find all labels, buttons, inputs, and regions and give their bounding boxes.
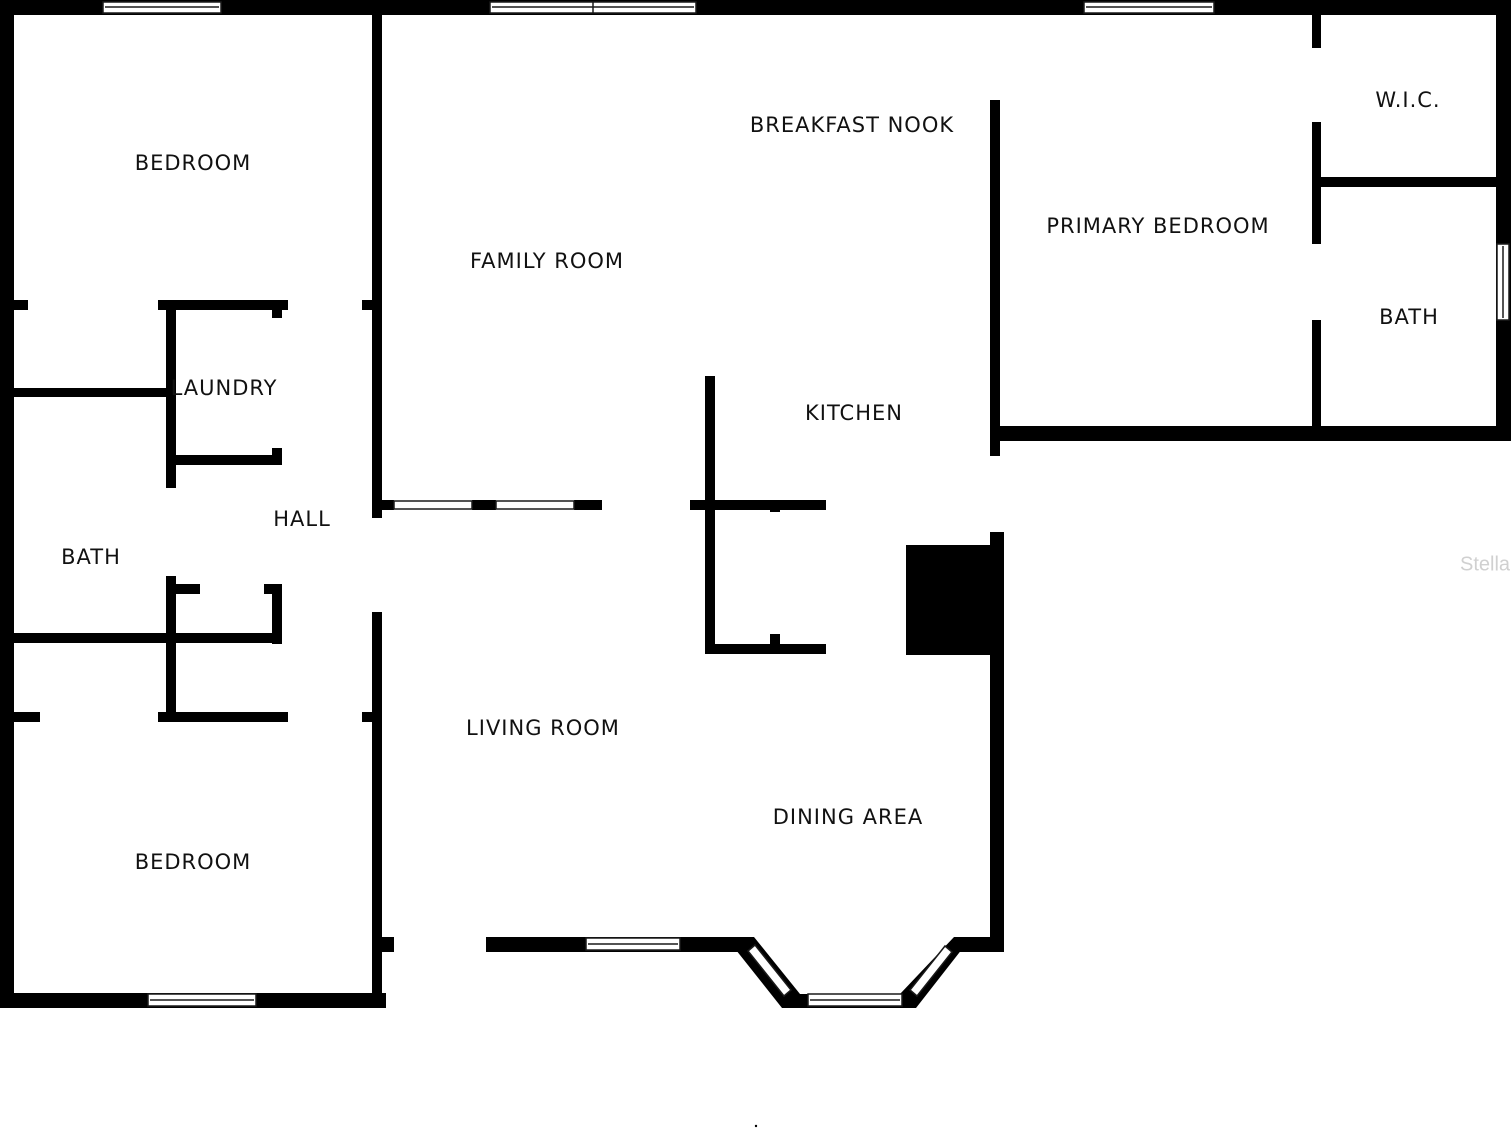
dot-mark [754, 1124, 758, 1128]
room-label-wic: W.I.C. [1375, 88, 1440, 112]
room-label-living-room: LIVING ROOM [466, 716, 620, 740]
room-labels: BEDROOM FAMILY ROOM BREAKFAST NOOK PRIMA… [61, 88, 1440, 874]
room-label-hall: HALL [273, 507, 331, 531]
watermark: Stellar [1460, 553, 1511, 575]
room-label-bath-hall: BATH [61, 545, 121, 569]
room-label-breakfast-nook: BREAKFAST NOOK [750, 113, 955, 137]
room-label-kitchen: KITCHEN [805, 401, 903, 425]
room-label-bedroom-bottom: BEDROOM [135, 850, 252, 874]
room-label-dining-area: DINING AREA [773, 805, 924, 829]
bay-windows-angled [746, 943, 954, 998]
windows [102, 1, 1510, 1007]
room-label-family-room: FAMILY ROOM [470, 249, 624, 273]
room-label-primary-bedroom: PRIMARY BEDROOM [1046, 214, 1269, 238]
room-label-bath-primary: BATH [1379, 305, 1439, 329]
room-label-laundry: LAUNDRY [171, 376, 278, 400]
room-label-bedroom-top: BEDROOM [135, 151, 252, 175]
